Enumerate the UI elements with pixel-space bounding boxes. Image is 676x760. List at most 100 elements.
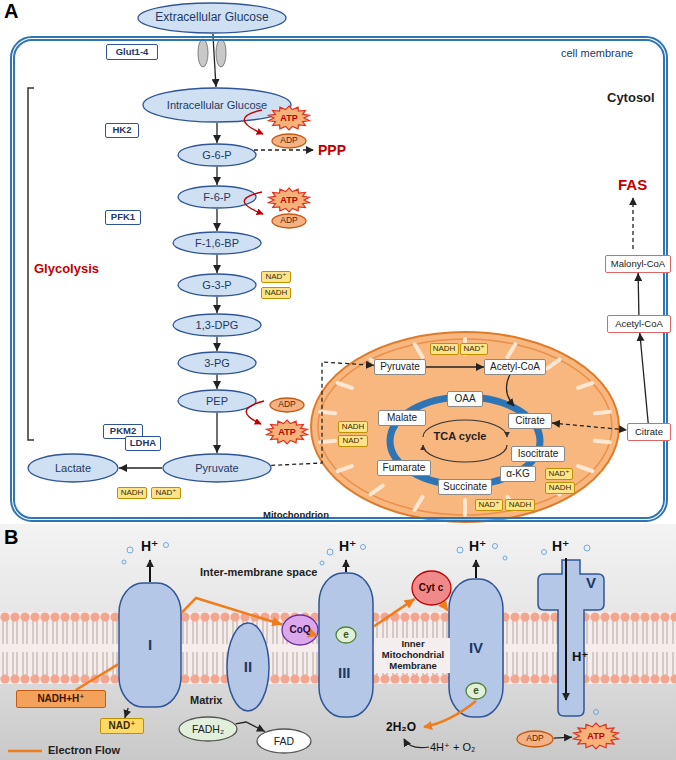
metabolite-ellipse: Lactate (27, 453, 119, 483)
coq-circle: CoQ (281, 614, 319, 646)
fadh2-ellipse: FADH₂ (178, 716, 238, 742)
connector-arrow (554, 737, 572, 739)
connector-arrow (216, 209, 217, 231)
node-label: NAD⁺ (109, 720, 136, 732)
tca-metabolite: Pyruvate (374, 359, 426, 375)
tca-metabolite: α-KG (500, 466, 536, 482)
connector-arrow (216, 337, 217, 351)
node-label: LDHA (130, 438, 156, 449)
text-label: A (4, 0, 18, 23)
complex-shape: IIIe (318, 572, 374, 718)
connector-arrow (216, 375, 217, 389)
node-label: ATP (587, 731, 604, 741)
node-label: e (473, 685, 479, 697)
connector-arrow (182, 598, 282, 625)
text-label: FAS (618, 176, 647, 193)
atp-star: ATP (572, 722, 620, 750)
cofactor-box: NADH (117, 487, 147, 499)
cofactor-box: NAD⁺ (151, 487, 181, 499)
nadh-box: NADH+H⁺ (16, 690, 106, 708)
node-label: FADH₂ (192, 723, 224, 735)
complex-shape: I (118, 582, 182, 708)
node-label: PFK1 (111, 212, 135, 223)
node-label: Citrate (515, 415, 544, 427)
enzyme-box: HK2 (105, 123, 139, 138)
cell-outline: cell membraneCytosolIntracellular Glucos… (10, 36, 668, 522)
lipogenesis-box: Citrate (627, 423, 671, 441)
node-label: PEP (206, 395, 228, 408)
node-label: ATP (280, 113, 297, 123)
node-label: Cytosol (607, 91, 655, 106)
node-label: ADP (278, 400, 295, 410)
node-label: 3-PG (204, 357, 230, 370)
connector-arrow (76, 664, 118, 690)
connector-arrow (216, 413, 217, 453)
node-label: Citrate (635, 427, 663, 438)
node-label: NAD⁺ (463, 344, 484, 353)
node-label: Acetyl-CoA (490, 361, 540, 373)
node-label: V (586, 574, 596, 591)
text-label: H⁺ (339, 538, 357, 554)
node-label: ATP (278, 427, 295, 437)
cofactor-box: NAD⁺ (261, 271, 291, 283)
fad-ellipse: FAD (256, 728, 312, 754)
tca-metabolite: Citrate (508, 413, 552, 429)
node-label: Intracellular Glucose (167, 99, 267, 112)
legend-text: Electron Flow (48, 744, 120, 757)
connector-arrow (119, 467, 162, 468)
tca-metabolite: Fumarate (377, 460, 431, 476)
text-label: B (4, 526, 18, 549)
mitochondrion: MitochondrionPyruvateNADHNAD⁺Acetyl-CoAO… (310, 331, 620, 523)
complex-shape: V (538, 560, 604, 716)
node-label: PKM2 (110, 426, 136, 437)
metabolite-ellipse: F-6-P (177, 185, 257, 209)
tca-metabolite: Isocitrate (511, 446, 565, 462)
text-label: Glycolysis (34, 262, 99, 277)
node-label: Cyt c (419, 582, 443, 594)
tca-metabolite: Malate (378, 410, 426, 426)
connector-arrow (442, 603, 448, 611)
tca-metabolite: OAA (447, 391, 483, 407)
connector-arrow (236, 722, 265, 732)
node-label: NAD⁺ (548, 469, 569, 478)
node-label: Pyruvate (195, 462, 238, 475)
node-outline (318, 572, 374, 718)
text-label: Inter-membrane space (200, 566, 317, 579)
adp-ellipse: ADP (271, 213, 307, 229)
node-label: NADH (549, 483, 572, 492)
node-label: ADP (280, 136, 297, 146)
electron-circle: e (335, 626, 357, 644)
node-label: e (343, 629, 349, 641)
lipogenesis-box: Malonyl-CoA (605, 255, 671, 273)
transporter-box: Glut1-4 (106, 44, 158, 60)
node-label: Succinate (443, 481, 487, 493)
node-label: Extracellular Glucose (155, 11, 268, 25)
cofactor-box: NADH (545, 482, 575, 494)
node-label: G-3-P (202, 279, 231, 292)
text-label: PPP (318, 142, 346, 158)
node-label: ADP (526, 734, 543, 744)
node-label: Isocitrate (518, 448, 559, 460)
node-label: NAD⁺ (265, 272, 286, 281)
node-label: Fumarate (383, 462, 426, 474)
text-label: 2H₂O (386, 721, 416, 735)
node-label: NADH (342, 422, 365, 431)
cofactor-box: NADH (505, 499, 535, 511)
node-label: F-6-P (203, 191, 231, 204)
nad-box: NAD⁺ (100, 718, 144, 734)
cytc-circle: Cyt c (411, 570, 452, 606)
node-label: I (148, 636, 152, 653)
connector-arrow (125, 708, 128, 718)
text-label: 4H⁺ + O₂ (430, 741, 475, 754)
connector-arrow (216, 167, 217, 185)
metabolite-ellipse: 3-PG (177, 351, 257, 375)
atp-star: ATP (265, 419, 309, 445)
node-label: α-KG (506, 468, 530, 480)
complex-shape: II (226, 622, 270, 712)
node-label: F-1,6-BP (195, 237, 239, 250)
text-label: Matrix (190, 694, 222, 707)
cofactor-box: NAD⁺ (475, 499, 503, 511)
connector-arrow (637, 273, 639, 315)
text-label: Inner Mitochondrial Membrane (376, 638, 450, 673)
